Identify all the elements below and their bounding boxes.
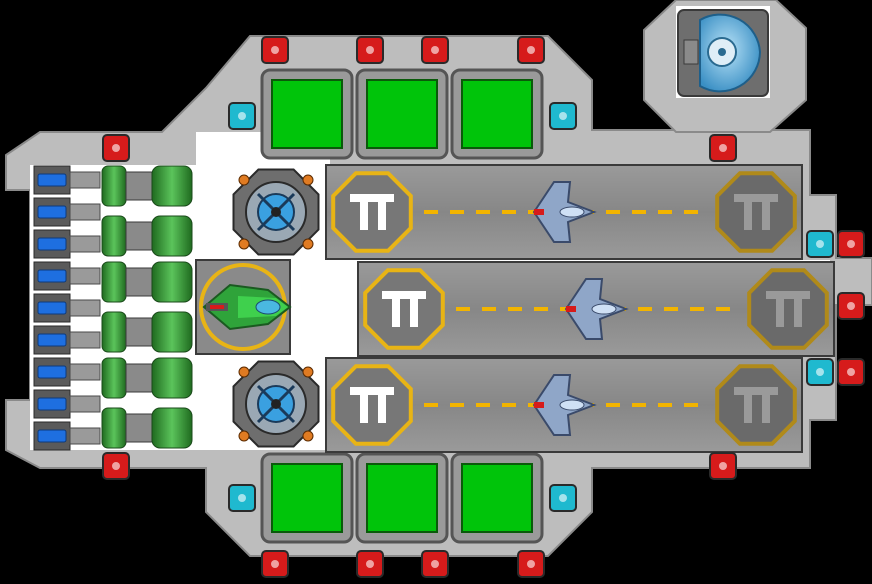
red-light-5 [102, 134, 130, 162]
hull-lights [102, 36, 865, 578]
cyan-light-5 [228, 484, 256, 512]
fuel-pod-6 [101, 407, 193, 449]
cyan-light-4 [806, 358, 834, 386]
engine-6 [33, 325, 101, 355]
engine-1 [33, 165, 101, 195]
red-light-14 [421, 550, 449, 578]
red-light-10 [102, 452, 130, 480]
hangar[interactable] [195, 259, 292, 355]
red-light-2 [356, 36, 384, 64]
cyan-light-3 [806, 230, 834, 258]
dome-turret[interactable] [677, 9, 769, 97]
fighter-lower[interactable] [532, 374, 597, 436]
engine-bank [33, 165, 101, 451]
red-light-12 [261, 550, 289, 578]
runway-middle [357, 261, 835, 357]
engine-9 [33, 421, 101, 451]
green-rooms [260, 68, 544, 544]
launch-pad-middle[interactable] [363, 268, 445, 350]
green-room-bottom-3[interactable] [450, 452, 544, 544]
landing-pad-middle[interactable] [747, 268, 829, 350]
turret-lower[interactable] [232, 360, 320, 448]
cyan-light-1 [228, 102, 256, 130]
green-room-top-3[interactable] [450, 68, 544, 160]
runways [325, 164, 835, 453]
fuel-pod-2 [101, 215, 193, 257]
launch-pad-lower[interactable] [331, 364, 413, 446]
red-light-4 [517, 36, 545, 64]
runway-lower [325, 357, 803, 453]
fuel-pod-1 [101, 165, 193, 207]
cyan-light-2 [549, 102, 577, 130]
red-light-6 [709, 134, 737, 162]
green-room-top-2[interactable] [355, 68, 449, 160]
green-room-bottom-2[interactable] [355, 452, 449, 544]
runway-upper [325, 164, 803, 260]
red-light-15 [517, 550, 545, 578]
fighter-upper[interactable] [532, 181, 597, 243]
red-light-8 [837, 292, 865, 320]
engine-7 [33, 357, 101, 387]
red-light-3 [421, 36, 449, 64]
landing-pad-lower[interactable] [715, 364, 797, 446]
turrets [232, 168, 320, 448]
green-room-bottom-1[interactable] [260, 452, 354, 544]
fighter-middle[interactable] [564, 278, 629, 340]
cyan-light-6 [549, 484, 577, 512]
turret-upper[interactable] [232, 168, 320, 256]
landing-pad-upper[interactable] [715, 171, 797, 253]
red-light-13 [356, 550, 384, 578]
engine-8 [33, 389, 101, 419]
fuel-pod-3 [101, 261, 193, 303]
fuel-pods [101, 165, 193, 449]
engine-5 [33, 293, 101, 323]
green-room-top-1[interactable] [260, 68, 354, 160]
engine-2 [33, 197, 101, 227]
red-light-9 [837, 358, 865, 386]
engine-4 [33, 261, 101, 291]
red-light-1 [261, 36, 289, 64]
fuel-pod-4 [101, 311, 193, 353]
launch-pad-upper[interactable] [331, 171, 413, 253]
engine-3 [33, 229, 101, 259]
red-light-11 [709, 452, 737, 480]
green-fighter-ship[interactable] [202, 283, 292, 331]
red-light-7 [837, 230, 865, 258]
fuel-pod-5 [101, 357, 193, 399]
